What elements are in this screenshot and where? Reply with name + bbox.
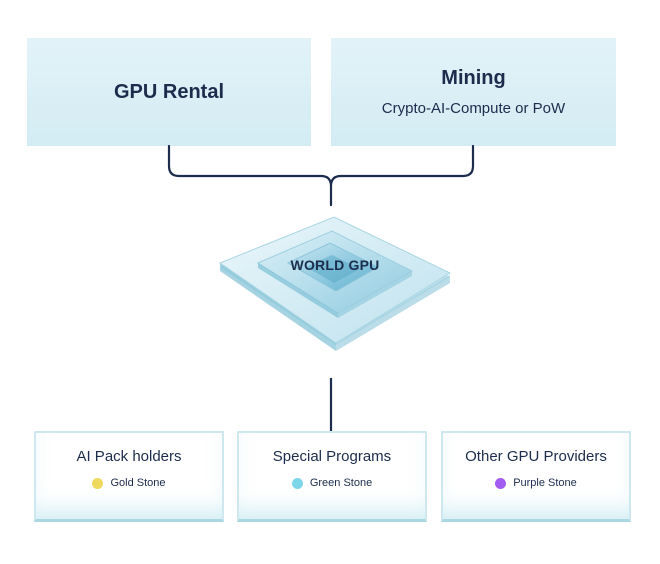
purple-stone-dot-icon [495, 477, 507, 489]
gold-stone-label: Gold Stone [110, 477, 166, 489]
green-stone-dot-icon [291, 477, 303, 489]
gold-stone-dot-icon [92, 477, 104, 489]
ai-pack-holders-title: AI Pack holders [76, 448, 182, 465]
mining-box: Mining Crypto-AI-Compute or PoW [331, 38, 616, 146]
top-bracket-connector [167, 144, 475, 207]
gold-stone-tag: Gold Stone [92, 477, 166, 489]
purple-stone-tag: Purple Stone [495, 477, 577, 489]
mining-title: Mining [441, 67, 506, 89]
mining-subtitle: Crypto-AI-Compute or PoW [381, 100, 566, 117]
gpu-rental-box: GPU Rental [27, 38, 311, 146]
special-programs-title: Special Programs [272, 448, 392, 465]
ai-pack-holders-box: AI Pack holders Gold Stone [34, 431, 224, 522]
special-programs-box: Special Programs Green Stone [237, 431, 427, 522]
gpu-chip-icon [218, 216, 452, 351]
gpu-rental-title: GPU Rental [113, 80, 225, 103]
other-gpu-providers-title: Other GPU Providers [465, 448, 607, 465]
green-stone-label: Green Stone [309, 477, 373, 489]
world-gpu-chip: WORLD GPU [210, 205, 460, 370]
world-gpu-label: WORLD GPU [290, 257, 380, 273]
green-stone-tag: Green Stone [291, 477, 373, 489]
purple-stone-label: Purple Stone [513, 477, 577, 489]
other-gpu-providers-box: Other GPU Providers Purple Stone [441, 431, 631, 522]
